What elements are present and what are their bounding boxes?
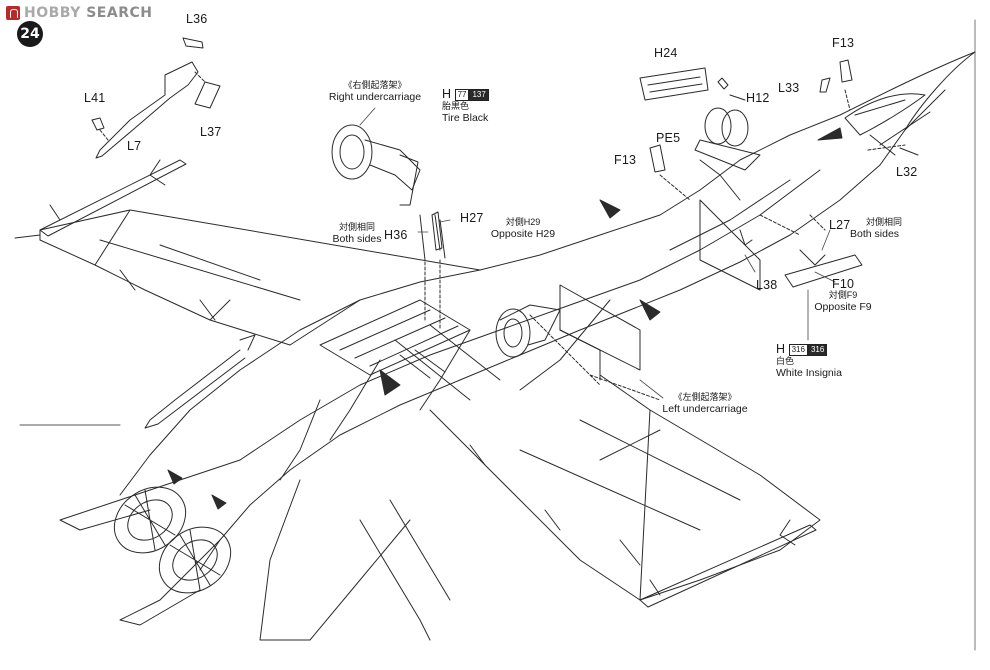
left-undercarriage-jp: 《左側起落架》 <box>673 392 737 402</box>
color-prefix: H <box>442 87 452 101</box>
both-sides-right-jp: 対側相同 <box>866 217 903 227</box>
opposite-f9-callout: 対側F9 Opposite F9 <box>808 290 878 313</box>
right-undercarriage-callout: 《右側起落架》 Right undercarriage <box>310 80 440 103</box>
right-undercarriage-jp: 《右側起落架》 <box>343 80 407 90</box>
part-label-H36: H36 <box>384 228 408 242</box>
wingtip-missile-left <box>40 160 186 236</box>
part-label-L38: L38 <box>756 278 778 292</box>
part-label-L36: L36 <box>186 12 208 26</box>
both-sides-right-callout: 対側相同 Both sides <box>840 217 920 240</box>
left-wing <box>15 210 480 345</box>
color-code-1: 77 <box>454 88 470 101</box>
part-label-H24: H24 <box>654 46 678 60</box>
both-sides-right-en: Both sides <box>850 228 900 240</box>
part-label-H27: H27 <box>460 211 484 225</box>
bay-details <box>168 128 842 509</box>
color-code-2: 137 <box>469 88 489 101</box>
pylon-parts-top-left <box>92 38 220 158</box>
part-label-L33: L33 <box>778 81 800 95</box>
part-label-L41: L41 <box>84 91 106 105</box>
both-sides-left-en: Both sides <box>332 233 382 245</box>
watermark: HOBBY SEARCH <box>6 5 152 21</box>
part-label-L32: L32 <box>896 165 918 179</box>
left-undercarriage-callout: 《左側起落架》 Left undercarriage <box>650 392 760 415</box>
both-sides-left-jp: 対側相同 <box>338 222 375 232</box>
color-code-1: 316 <box>788 343 808 356</box>
step-number-badge: 24 <box>17 21 43 47</box>
part-label-F10: F10 <box>832 277 855 291</box>
part-label-H12: H12 <box>746 91 770 105</box>
part-label-L7: L7 <box>127 139 142 153</box>
hobbysearch-logo-icon <box>6 6 20 20</box>
left-undercarriage-en: Left undercarriage <box>662 403 748 415</box>
both-sides-left-callout: 対側相同 Both sides <box>322 222 392 245</box>
opposite-f9-jp: 対側F9 <box>828 290 858 300</box>
opposite-h29-en: Opposite H29 <box>490 228 556 240</box>
opposite-f9-en: Opposite F9 <box>814 301 872 313</box>
engine-nozzles <box>102 474 244 607</box>
color-code-2: 316 <box>807 343 828 356</box>
part-label-PE5: PE5 <box>656 131 681 145</box>
part-label-F13-left: F13 <box>614 153 637 167</box>
part-label-L37: L37 <box>200 125 222 139</box>
insignia-color-en: White Insignia <box>776 367 842 379</box>
tire-color-jp: 胎黒色 <box>442 101 470 111</box>
small-parts-top-right <box>650 60 918 200</box>
watermark-text: HOBBY SEARCH <box>24 5 153 21</box>
insignia-color-jp: 白色 <box>776 356 795 366</box>
part-label-F13-top: F13 <box>832 36 855 50</box>
tail-surfaces <box>60 460 450 640</box>
right-undercarriage-assembly <box>332 125 445 330</box>
wingtip-missile-right <box>640 520 816 607</box>
opposite-h29-callout: 対側H29 Opposite H29 <box>478 217 568 240</box>
color-prefix: H <box>776 342 786 356</box>
right-undercarriage-en: Right undercarriage <box>328 91 422 103</box>
tire-color-en: Tire Black <box>442 112 489 124</box>
part-label-L27: L27 <box>829 218 851 232</box>
pylons <box>120 270 640 565</box>
fuselage-outline <box>120 52 975 570</box>
nose-gear-assembly <box>640 68 862 287</box>
opposite-h29-jp: 対側H29 <box>505 217 541 227</box>
left-undercarriage-assembly <box>496 305 660 400</box>
right-wing <box>430 375 820 600</box>
callout-leaders <box>360 108 835 398</box>
